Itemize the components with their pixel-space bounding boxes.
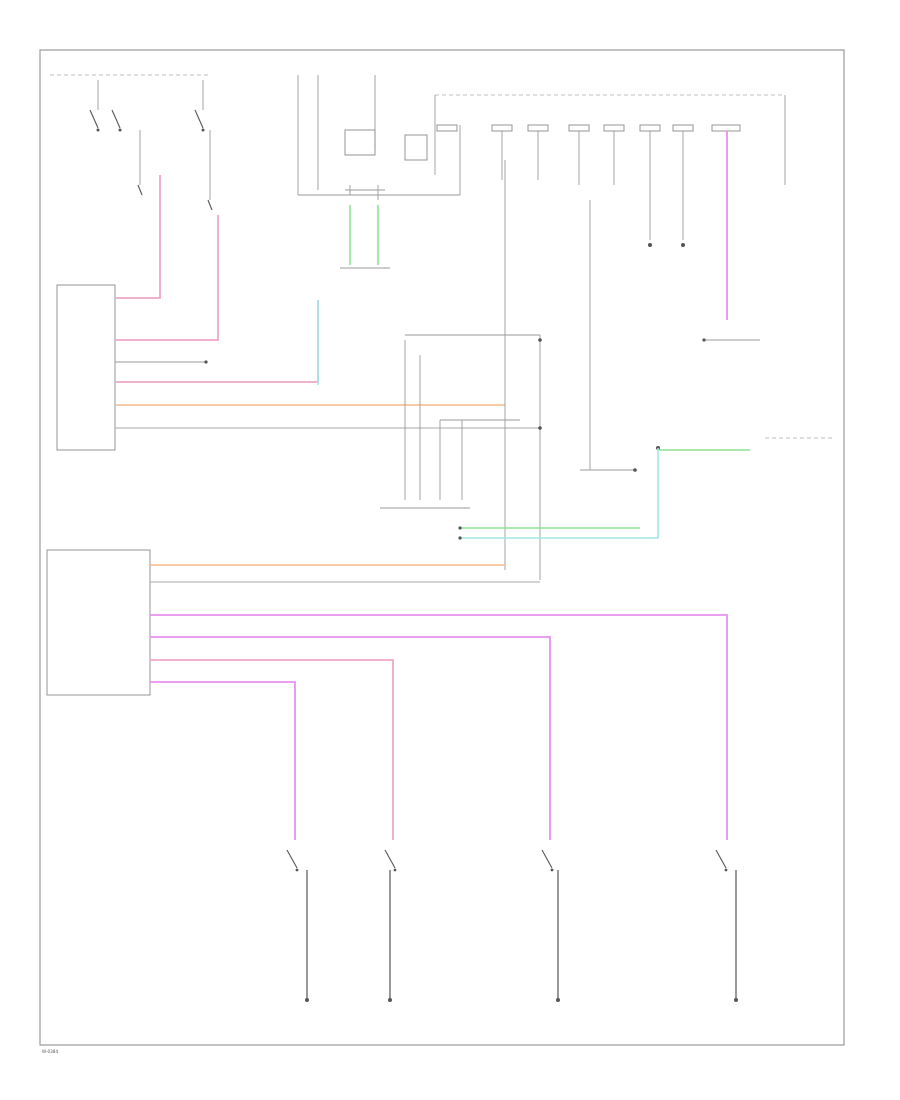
diagram-frame <box>39 49 845 1046</box>
wire-cluster-pink <box>150 659 394 840</box>
wire-green-right <box>460 449 750 529</box>
door-switch-2 <box>384 849 397 1002</box>
switch-mini-1 <box>137 184 143 196</box>
junction-c <box>458 536 462 540</box>
relay-box-2 <box>404 134 428 161</box>
door-switch-3 <box>541 849 560 1002</box>
relay-box <box>344 129 376 156</box>
left-control-module <box>56 284 116 451</box>
junction-mid-2 <box>538 426 542 430</box>
cluster-module <box>46 549 151 696</box>
junction-g <box>458 526 462 530</box>
switch-mini-2 <box>207 199 213 211</box>
page-code-label: W-0384 <box>42 1049 58 1054</box>
wire-pink-3 <box>115 300 319 383</box>
door-switch-4 <box>715 849 738 1002</box>
wire-cluster-magenta-2 <box>150 636 551 840</box>
ground-point-1 <box>648 243 652 247</box>
ground-point-2 <box>681 243 685 247</box>
module-connectors <box>436 124 741 132</box>
module-drop-wires <box>501 131 684 240</box>
ignition-switch-left <box>89 80 122 132</box>
wire-pink-2 <box>115 215 219 341</box>
door-switch-1 <box>286 849 309 1002</box>
middle-sensor-network <box>380 160 635 580</box>
wire-cyan-right <box>460 448 659 539</box>
junction-1 <box>204 360 208 364</box>
ignition-switch-right <box>194 80 205 132</box>
wire-cluster-magenta-1 <box>150 614 728 840</box>
wire-pink-1 <box>115 175 161 299</box>
junction-mid-1 <box>538 338 542 342</box>
junction-right <box>702 338 706 342</box>
wire-cluster-magenta-3 <box>150 681 296 840</box>
junction-mid-3 <box>633 468 637 472</box>
